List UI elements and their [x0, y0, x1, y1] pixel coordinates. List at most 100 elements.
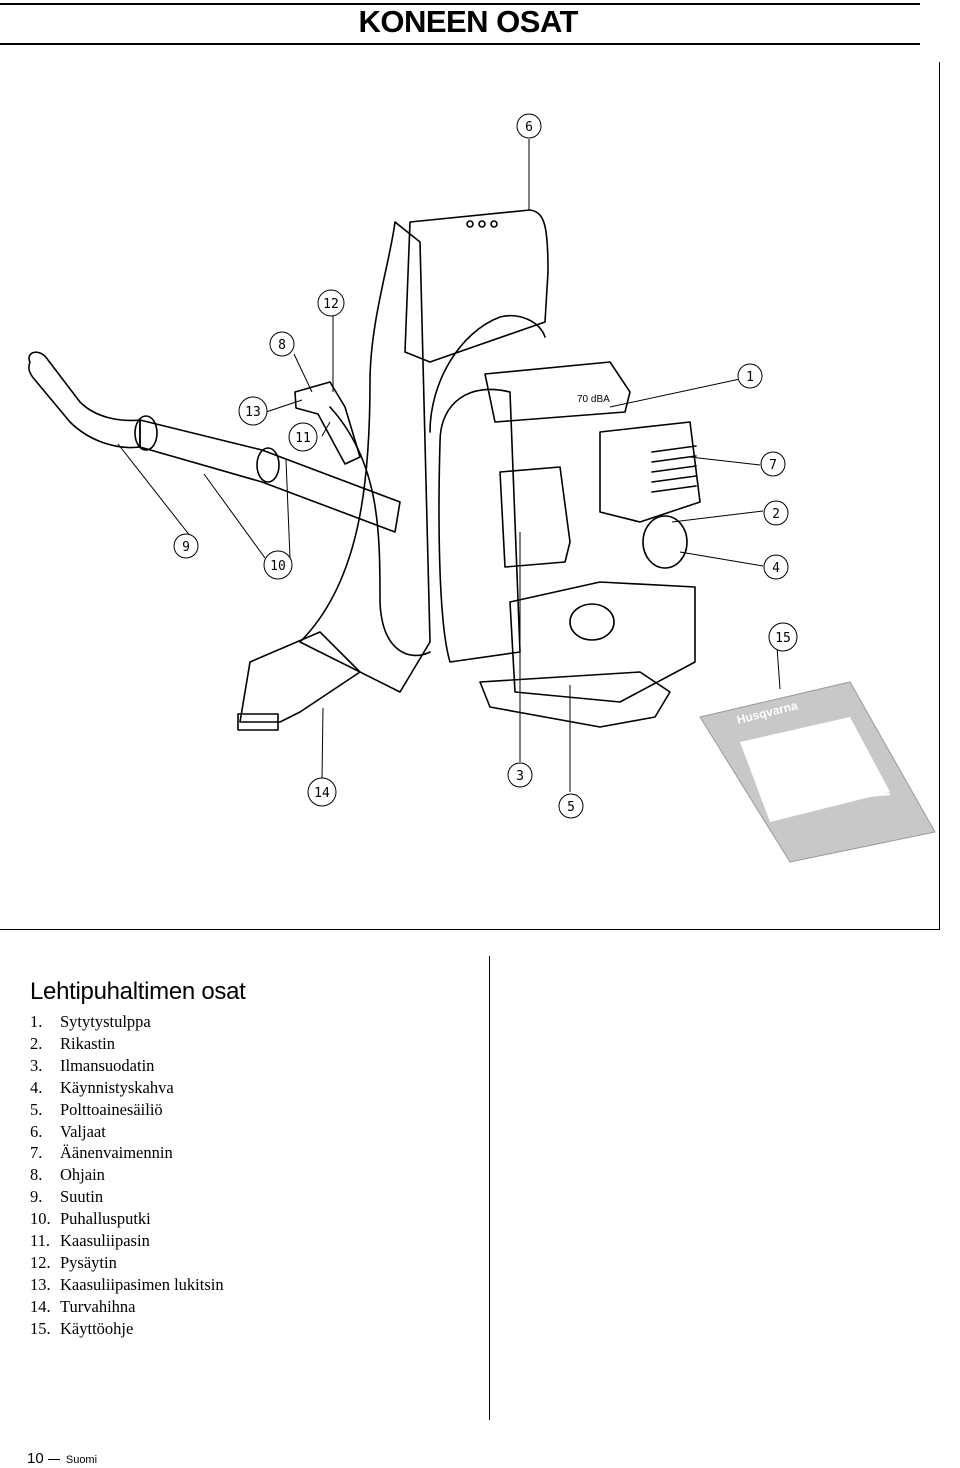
parts-list-item-number: 5. [30, 1099, 43, 1119]
blower-illustration: 70 dBA Husqvarna [28, 113, 936, 863]
parts-list-item-number: 1. [30, 1012, 43, 1031]
parts-list-item: 15. Käyttöohje [30, 1318, 224, 1340]
parts-list-item: 9. Suutin [30, 1186, 224, 1208]
parts-list-item-label: Ilmansuodatin [60, 1055, 155, 1075]
muffler-fins [651, 445, 697, 493]
svg-text:1: 1 [746, 370, 754, 385]
air-filter-drawing [499, 466, 571, 568]
parts-list-item: 1. Sytytystulppa [30, 1011, 224, 1033]
svg-text:9: 9 [182, 540, 190, 555]
callout-1: 1 [737, 363, 763, 389]
starter-housing [642, 515, 688, 569]
fuel-cap [569, 603, 615, 641]
callout-10: 10 [263, 550, 293, 580]
frame-tube [429, 315, 546, 433]
harness-drawing [299, 221, 431, 693]
parts-list-item-label: Suutin [60, 1187, 104, 1207]
base-frame-drawing [479, 671, 671, 728]
parts-list-item-label: Ohjain [60, 1165, 105, 1185]
column-divider [489, 956, 490, 1420]
svg-text:5: 5 [567, 800, 575, 815]
cylinder-drawing [599, 421, 701, 523]
parts-list-item: 5. Polttoainesäiliö [30, 1099, 224, 1121]
svg-text:10: 10 [270, 559, 286, 574]
parts-list-item-label: Rikastin [60, 1033, 116, 1053]
nozzle-drawing [28, 351, 141, 449]
callout-15: 15 [768, 622, 798, 652]
parts-list-item: 8. Ohjain [30, 1164, 224, 1186]
footer-dash [47, 1458, 60, 1460]
callout-6: 6 [516, 113, 542, 139]
callout-12: 12 [317, 289, 345, 317]
parts-list-item: 12. Pysäytin [30, 1252, 224, 1274]
parts-list-item-number: 10. [30, 1209, 51, 1229]
svg-text:12: 12 [323, 297, 339, 312]
svg-text:15: 15 [775, 631, 791, 646]
parts-list-item-number: 6. [30, 1121, 43, 1141]
parts-list-item-number: 7. [30, 1143, 43, 1163]
engine-cover-drawing [484, 361, 631, 423]
parts-list-item-label: Sytytystulppa [60, 1012, 151, 1031]
parts-list-item: 14. Turvahihna [30, 1296, 224, 1318]
parts-list-item-label: Äänenvaimennin [60, 1143, 173, 1163]
parts-list-item-label: Käynnistyskahva [60, 1077, 174, 1097]
header-rule-top [0, 3, 920, 5]
parts-list-item: 7. Äänenvaimennin [30, 1142, 224, 1164]
parts-list-item-label: Kaasuliipasin [60, 1231, 150, 1251]
parts-list-item-number: 3. [30, 1055, 43, 1075]
svg-text:13: 13 [245, 405, 261, 420]
parts-list-item-number: 9. [30, 1187, 43, 1207]
section-title: Lehtipuhaltimen osat [30, 978, 246, 1005]
parts-list-item-label: Kaasuliipasimen lukitsin [60, 1274, 224, 1294]
callout-8: 8 [269, 331, 295, 357]
callout-7: 7 [760, 451, 786, 477]
blower-illustration-frame: 70 dBA Husqvarna [0, 62, 940, 930]
parts-list-item: 13. Kaasuliipasimen lukitsin [30, 1274, 224, 1296]
page-number: 10 [27, 1450, 44, 1467]
svg-text:2: 2 [772, 507, 780, 522]
callout-9: 9 [173, 533, 199, 559]
parts-list-item-label: Käyttöohje [60, 1318, 134, 1338]
callout-13: 13 [238, 396, 268, 426]
parts-list-item-number: 15. [30, 1318, 51, 1338]
fuel-tank-drawing [509, 581, 696, 703]
svg-text:6: 6 [525, 120, 533, 135]
callouts: 1 2 3 4 5 6 7 8 9 10 11 12 13 14 15 [173, 113, 798, 819]
parts-list-item-label: Turvahihna [60, 1296, 136, 1316]
parts-list-item-label: Polttoainesäiliö [60, 1099, 163, 1119]
parts-list-item-number: 14. [30, 1296, 51, 1316]
throttle-cable [329, 406, 431, 657]
callout-3: 3 [507, 762, 533, 788]
engine-label: 70 dBA [577, 394, 610, 405]
backplate-drawing [404, 209, 549, 363]
callout-4: 4 [763, 554, 789, 580]
callout-11: 11 [288, 422, 318, 452]
parts-list-item-number: 4. [30, 1077, 43, 1097]
callout-5: 5 [558, 793, 584, 819]
parts-list: 1. Sytytystulppa 2. Rikastin 3. Ilmansuodatin… [30, 1011, 224, 1340]
svg-text:4: 4 [772, 561, 780, 576]
callout-2: 2 [763, 500, 789, 526]
header-rule-bottom [0, 43, 920, 45]
parts-list-item: 4. Käynnistyskahva [30, 1077, 224, 1099]
svg-text:8: 8 [278, 338, 286, 353]
parts-list-item: 10. Puhallusputki [30, 1208, 224, 1230]
svg-text:11: 11 [295, 431, 311, 446]
tube-joint-2 [256, 447, 280, 483]
tube-joint-1 [134, 415, 158, 451]
svg-text:14: 14 [314, 786, 330, 801]
svg-text:3: 3 [516, 769, 524, 784]
parts-list-item-number: 2. [30, 1033, 43, 1053]
page-footer: 10 Suomi [27, 1450, 97, 1467]
parts-list-item-number: 13. [30, 1274, 51, 1294]
fan-housing-drawing [438, 388, 521, 663]
parts-list-item-number: 8. [30, 1165, 43, 1185]
safety-belt-drawing [239, 631, 361, 723]
parts-list-item-label: Pysäytin [60, 1252, 117, 1272]
footer-language: Suomi [65, 1454, 98, 1466]
blow-tube-drawing [139, 419, 401, 533]
parts-list-item-number: 12. [30, 1252, 51, 1272]
manual-drawing: Husqvarna [699, 681, 936, 863]
parts-list-item-number: 11. [30, 1231, 51, 1251]
parts-list-item-label: Puhallusputki [60, 1209, 151, 1229]
